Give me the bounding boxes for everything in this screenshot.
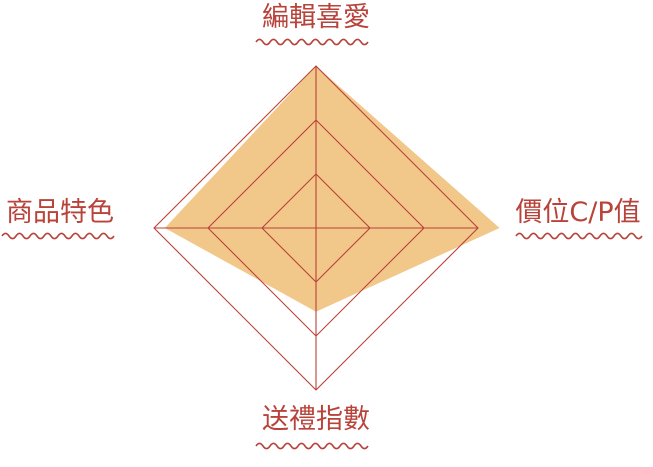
axis-label-0: 編輯喜愛: [262, 2, 370, 33]
radar-grid: [154, 66, 478, 390]
radar-series: [165, 66, 500, 312]
axis-label-underline-0: [256, 39, 368, 44]
axis-label-underline-3: [2, 233, 114, 238]
axis-label-underline-2: [256, 443, 368, 448]
axis-label-1: 價位C/P值: [515, 197, 640, 228]
series-area: [165, 66, 500, 312]
axis-label-2: 送禮指數: [262, 404, 370, 435]
axis-label-3: 商品特色: [6, 197, 114, 228]
axis-label-underline-1: [516, 233, 642, 238]
